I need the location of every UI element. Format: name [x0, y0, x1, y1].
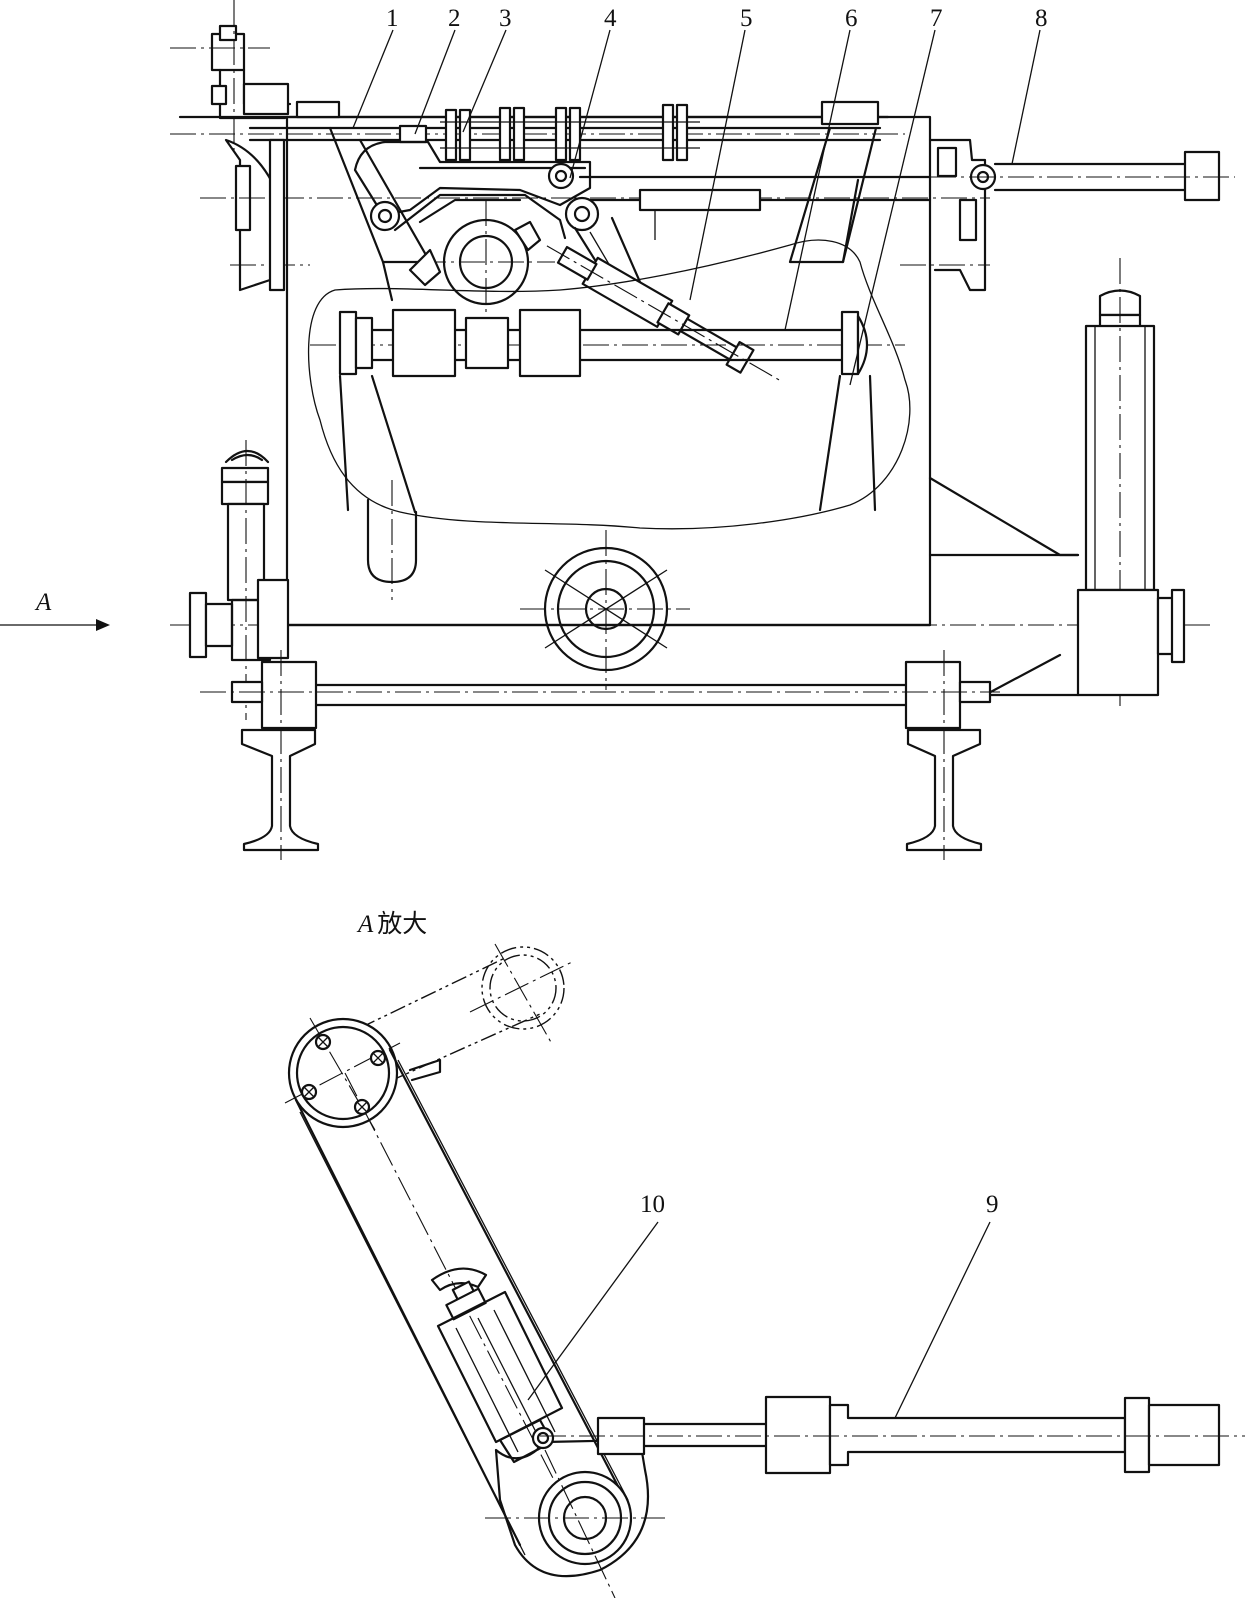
left-side-plate: [328, 126, 432, 302]
callout-leaders: [352, 29, 1041, 386]
right-tower: [928, 258, 1186, 706]
callout-5: 5: [740, 5, 753, 32]
detail-callout-leaders: [527, 1221, 991, 1419]
callout-1: 1: [386, 5, 399, 32]
detail-lower-hub: [485, 1426, 665, 1598]
callout-3: 3: [499, 5, 512, 32]
callout-7: 7: [930, 5, 943, 32]
callout-9: 9: [986, 1191, 999, 1218]
carriage-legs: [338, 374, 877, 600]
callout-4: 4: [604, 5, 617, 32]
callout-numbers: 1 2 3 4 5 6 7 8: [386, 5, 1048, 32]
right-top-mechanism: [900, 138, 1235, 292]
carriage: [200, 140, 990, 240]
view-arrow-letter: A: [34, 589, 52, 616]
cutaway-boundary: [307, 239, 911, 530]
phantom-arm: [359, 943, 573, 1083]
left-top-mechanism: [170, 0, 310, 292]
view-arrow: A: [0, 589, 110, 631]
callout-10: 10: [640, 1191, 665, 1218]
right-side-plate: [788, 126, 878, 264]
left-rail: [240, 728, 320, 852]
carriage-pivots: [369, 162, 600, 232]
right-rail: [905, 728, 983, 852]
front-view: A 1 2 3 4 5 6 7 8: [0, 0, 1235, 860]
detail-arm: [284, 1017, 629, 1561]
top-rail: [170, 100, 905, 144]
bottom-gear: [520, 530, 690, 690]
detail-view-suffix: 放大: [377, 910, 427, 938]
bottom-beam: [200, 650, 1000, 860]
callout-8: 8: [1035, 5, 1048, 32]
roller-shaft: [310, 308, 905, 378]
callout-6: 6: [845, 5, 858, 32]
detail-view-letter: A: [356, 911, 374, 938]
center-hub: [408, 200, 555, 330]
callout-2: 2: [448, 5, 461, 32]
detail-cylinder: [540, 1395, 1245, 1475]
left-lower-mechanism: [188, 440, 290, 720]
rail-collars: [440, 103, 700, 162]
